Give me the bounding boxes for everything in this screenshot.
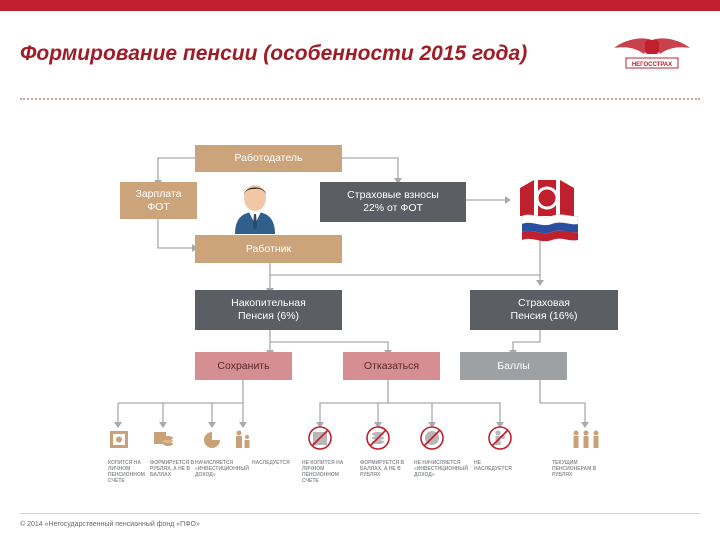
pensioners-icon [573,430,599,448]
footer-copyright: © 2014 «Негосударственный пенсионный фон… [20,521,200,528]
header-divider [20,98,700,100]
heirs-crossed-icon [488,426,512,450]
company-logo: НЕГОССТРАХ [614,38,690,69]
pie-crossed-icon [420,426,444,450]
top-accent-bar [0,0,720,11]
pfr-logo-icon [520,180,579,242]
caption-heirs: наследуется [252,460,290,466]
refuse-box: Отказаться [343,352,440,380]
caption-heirs-crossed: не наследуется [474,460,512,472]
logo-text: НЕГОССТРАХ [632,62,672,68]
contributions-box: Страховые взносы 22% от ФОТ [320,182,466,222]
page-title: Формирование пенсии (особенности 2015 го… [20,42,528,65]
insurance-pension-box: Страховая Пенсия (16%) [470,290,618,330]
coins-crossed-icon [366,426,390,450]
safe-icon [110,431,128,448]
worker-icon [235,185,275,234]
points-box: Баллы [460,352,567,380]
caption-pie: начисляется «инвестиционный доход» [195,460,249,478]
caption-safe-crossed: не копится на личном пенсионном счете [302,460,344,484]
caption-pie-crossed: не начисляется «инвестиционный доход» [414,460,468,478]
funded-pension-box: Накопительная Пенсия (6%) [195,290,342,330]
caption-coins: формируется в рублях, а не в баллах [150,460,195,478]
safe-crossed-icon [308,426,332,450]
footer-divider [20,513,700,514]
employer-box: Работодатель [195,145,342,172]
keep-box: Сохранить [195,352,292,380]
coins-icon [154,432,173,446]
caption-pensioners: текущим пенсионерам в рублях [552,460,597,478]
heirs-icon [236,430,250,448]
caption-coins-crossed: формируется в баллах, а не в рублях [360,460,405,478]
employee-box: Работник [195,235,342,263]
salary-box: Зарплата ФОТ [120,182,197,219]
caption-safe: копится на личном пенсионном счете [108,460,145,484]
pie-chart-icon [204,432,220,448]
